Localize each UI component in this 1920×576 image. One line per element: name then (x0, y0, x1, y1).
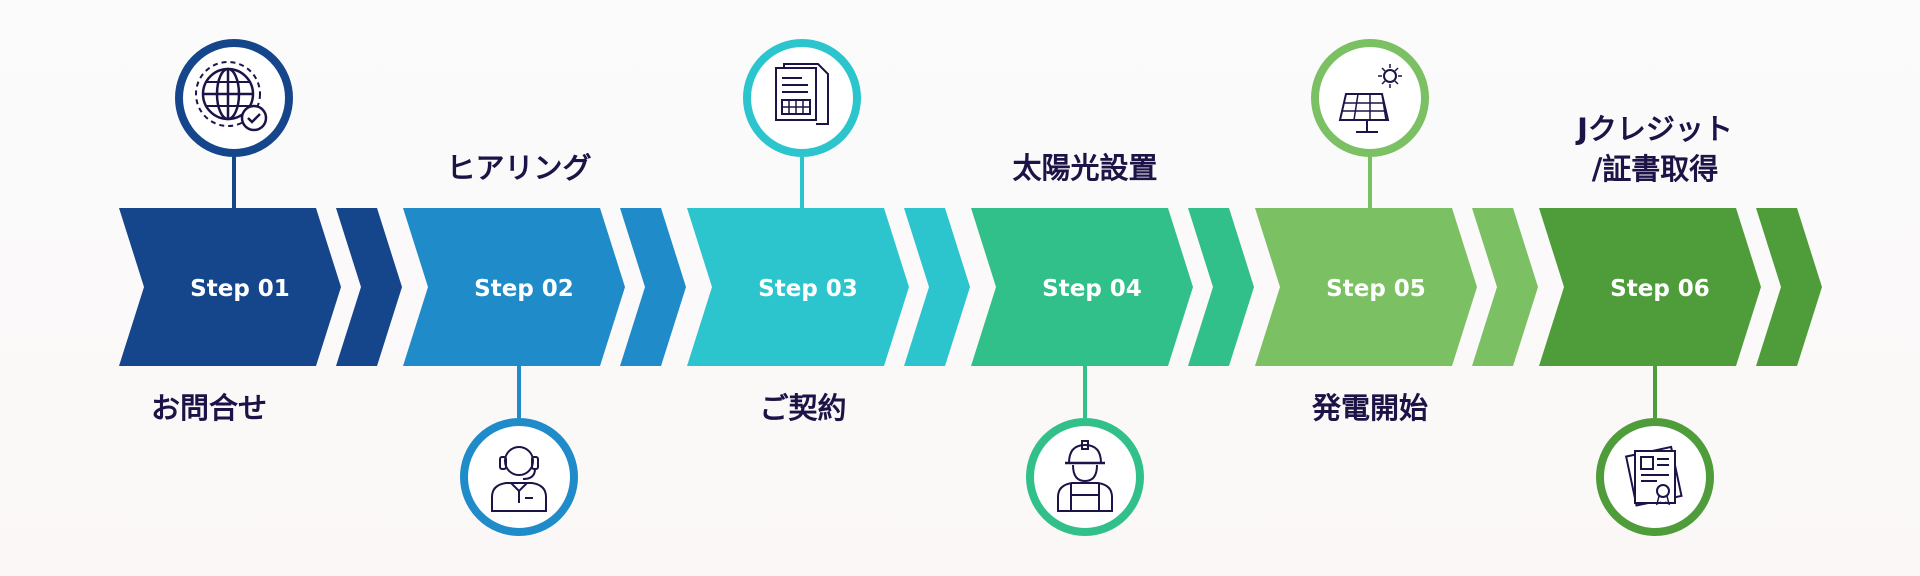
step-02-title: ヒアリング (446, 151, 592, 185)
step-03-chevron (687, 208, 909, 366)
step-05-arrow (1472, 208, 1538, 366)
step-04-icon-circle (1026, 418, 1144, 536)
step-01-chevron (119, 208, 341, 366)
certificate-icon (1624, 445, 1683, 507)
step-06-chevron (1539, 208, 1761, 366)
step-06-title-line1: Jクレジット (1577, 112, 1733, 146)
step-04-label: Step 04 (1042, 276, 1142, 302)
step-03-arrow (904, 208, 970, 366)
step-01-arrow (336, 208, 402, 366)
contract-document-icon (775, 63, 829, 125)
step-02-chevron (403, 208, 625, 366)
step-05-label: Step 05 (1326, 276, 1426, 302)
step-06-title-line2: /証書取得 (1591, 152, 1719, 186)
step-06-label: Step 06 (1610, 276, 1710, 302)
support-agent-icon (491, 446, 547, 512)
step-03-label: Step 03 (758, 276, 858, 302)
worker-helmet-icon (1057, 440, 1113, 512)
step-01-icon-circle (175, 39, 293, 157)
step-02-icon-circle (460, 418, 578, 536)
step-04-arrow (1188, 208, 1254, 366)
step-05-chevron (1255, 208, 1477, 366)
step-01-label: Step 01 (190, 276, 290, 302)
globe-check-icon (195, 61, 268, 132)
step-06-title: Jクレジット /証書取得 (1577, 109, 1733, 189)
step-05-title: 発電開始 (1311, 391, 1429, 425)
step-06-arrow (1756, 208, 1822, 366)
step-02-arrow (620, 208, 686, 366)
step-04-title: 太陽光設置 (1012, 151, 1158, 185)
step-03-title: ご契約 (759, 391, 847, 425)
step-04-chevron (971, 208, 1193, 366)
step-01-title: お問合せ (150, 391, 268, 425)
step-02-label: Step 02 (474, 276, 574, 302)
solar-panel-icon (1338, 64, 1402, 133)
